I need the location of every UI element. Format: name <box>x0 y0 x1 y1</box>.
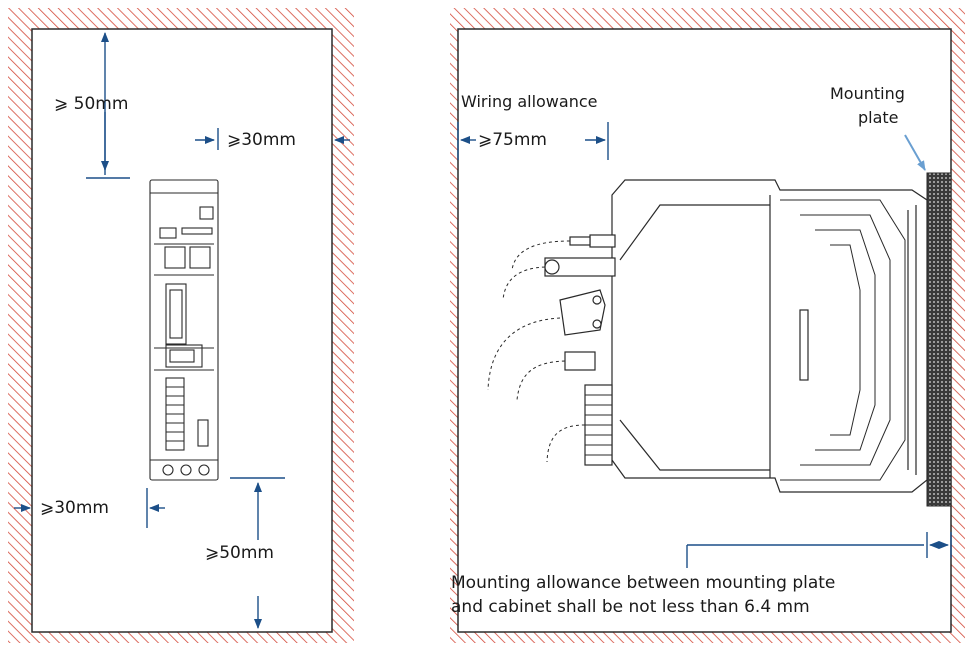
right-clearance-label: ⩾30mm <box>227 130 296 150</box>
bottom-clearance-label: ⩾50mm <box>205 543 274 563</box>
encoder-connector <box>165 344 203 368</box>
mounting-plate-label-line1: Mounting <box>830 84 905 103</box>
ethercat-port-1 <box>164 246 186 269</box>
wiring-allowance-value: ⩾75mm <box>478 130 547 150</box>
right-dimension-lines <box>457 122 952 568</box>
mounting-plate-callout-arrow <box>904 134 926 171</box>
servo-drive-side <box>487 179 928 493</box>
mounting-allowance-note-line1: Mounting allowance between mounting plat… <box>451 573 836 593</box>
servo-drive-front <box>149 179 219 481</box>
drive-display <box>199 206 214 220</box>
left-dimension-lines <box>14 32 350 629</box>
left-clearance-label: ⩾30mm <box>40 498 109 518</box>
mounting-plate-label-line2: plate <box>858 108 899 127</box>
wiring-allowance-title: Wiring allowance <box>461 92 598 111</box>
ethercat-port-2 <box>189 246 211 269</box>
mounting-allowance-note-line2: and cabinet shall be not less than 6.4 m… <box>451 597 810 617</box>
top-clearance-label: ⩾ 50mm <box>54 94 129 114</box>
io-connector <box>169 289 183 339</box>
mounting-plate <box>926 172 952 507</box>
